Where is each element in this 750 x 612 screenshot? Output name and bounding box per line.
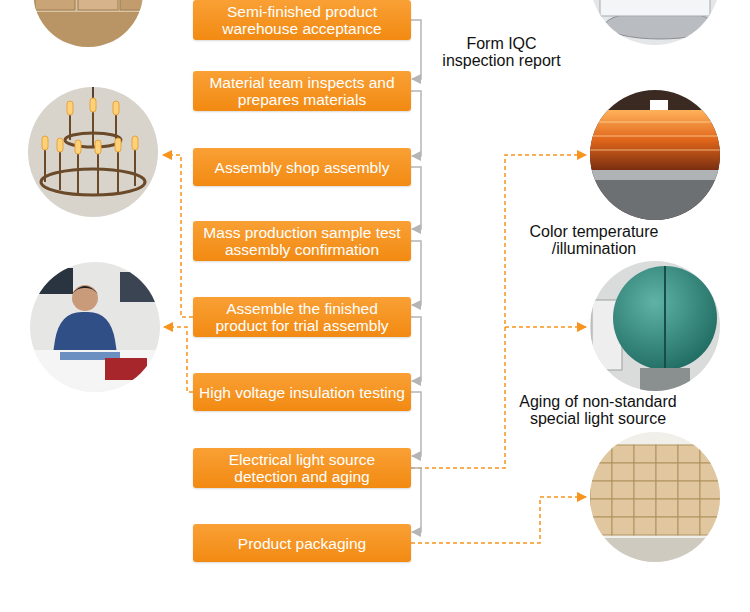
testing-photo: [25, 260, 165, 400]
leader-lines: [163, 155, 586, 543]
cartons: [590, 445, 722, 535]
process-box: Assemble the finished product for trial …: [193, 297, 411, 337]
person-hair: [72, 286, 98, 294]
test-device: [105, 358, 147, 380]
glow-panel: [588, 110, 728, 170]
cartons-photo: [585, 427, 725, 568]
flow-connector: [411, 392, 421, 456]
leader-line: [505, 326, 586, 328]
desk: [25, 350, 165, 400]
shelf: [588, 170, 728, 180]
step-text: Electrical light source detection and ag…: [199, 451, 405, 485]
candle-arms: [45, 112, 135, 195]
glow-lines: [588, 122, 728, 150]
step-text: Product packaging: [238, 535, 366, 552]
chandelier-photo: [25, 85, 165, 225]
step-text: Material team inspects and prepares mate…: [199, 74, 405, 108]
bulbs: [42, 98, 138, 154]
process-box: Material team inspects and prepares mate…: [193, 71, 411, 111]
monitor: [35, 268, 73, 294]
warehouse-photo: [30, 0, 150, 52]
sphere-seam: [664, 266, 666, 370]
step-text: Semi-finished product warehouse acceptan…: [199, 3, 405, 37]
cabinet: [588, 180, 728, 225]
process-box: Assembly shop assembly: [193, 148, 411, 186]
carton: [78, 0, 118, 10]
process-box: High voltage insulation testing: [193, 373, 411, 411]
step-text: Assemble the finished product for trial …: [199, 300, 405, 334]
flow-connector: [411, 468, 421, 532]
process-box: Electrical light source detection and ag…: [193, 448, 411, 488]
process-box: Mass production sample test assembly con…: [193, 221, 411, 261]
flow-connector: [411, 91, 421, 156]
flow-connector: [411, 241, 421, 305]
process-box: Semi-finished product warehouse acceptan…: [193, 0, 411, 40]
photo-ground: [585, 0, 725, 50]
step-text: Assembly shop assembly: [215, 159, 390, 176]
photo-ground: [585, 427, 725, 567]
photo-ground: [25, 85, 165, 225]
leader-line: [411, 497, 586, 543]
sphere: [613, 266, 717, 370]
chandelier-ring: [41, 169, 145, 195]
integrating-sphere-photo: [585, 256, 725, 398]
step-text: Mass production sample test assembly con…: [199, 224, 405, 258]
carton: [30, 12, 150, 52]
floor: [585, 538, 725, 568]
machine-part: [600, 0, 710, 16]
aging-line-photo: [585, 85, 728, 225]
flow-connector: [411, 317, 421, 381]
carton: [120, 0, 150, 10]
monitor: [120, 272, 160, 302]
leader-line: [164, 327, 193, 392]
flow-connector: [411, 167, 421, 229]
leader-line: [163, 155, 193, 317]
process-box: Product packaging: [193, 524, 411, 562]
photo-ground: [25, 260, 165, 400]
flow-connector: [411, 20, 421, 79]
step-text: High voltage insulation testing: [199, 384, 405, 401]
photo-caption: Aging of non-standard special light sour…: [510, 392, 686, 428]
connector-label: Form IQC inspection report: [427, 34, 576, 70]
photo-caption: Color temperature /illumination: [512, 222, 676, 258]
person-head: [72, 285, 98, 311]
machine-photo: [585, 0, 725, 50]
sign: [650, 100, 668, 110]
carton: [35, 0, 75, 10]
